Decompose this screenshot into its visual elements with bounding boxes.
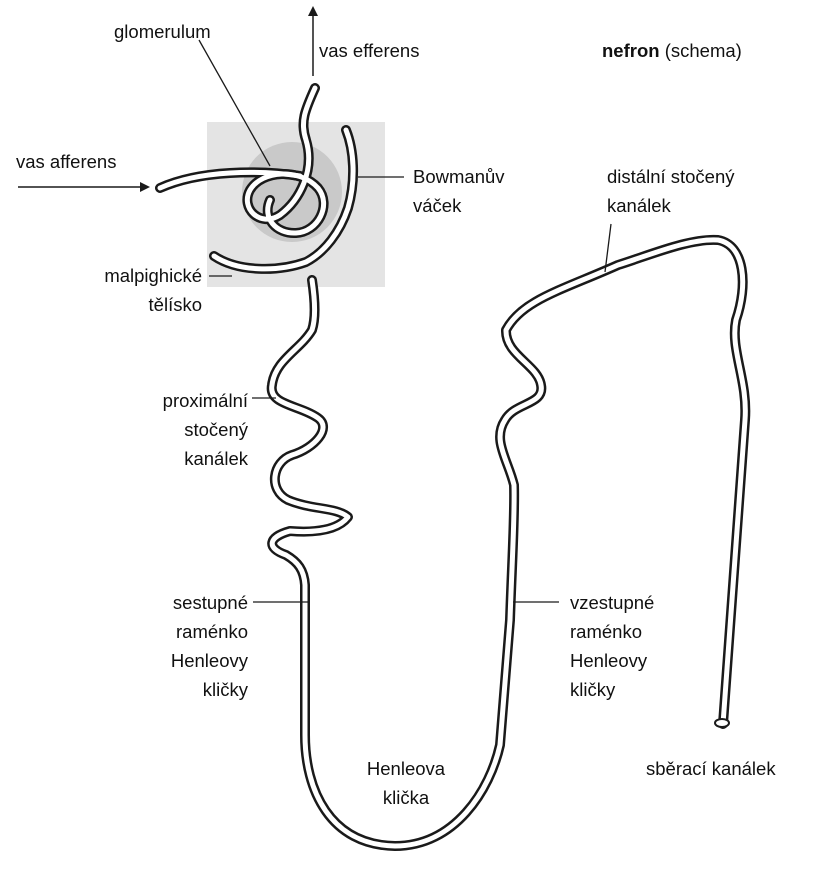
label-distal-2: kanálek	[607, 195, 672, 216]
title-bold: nefron	[602, 40, 660, 61]
label-ascending-1: vzestupné	[570, 592, 654, 613]
label-malpighi-2: tělísko	[149, 294, 202, 315]
label-descending-4: kličky	[203, 679, 249, 700]
label-proximal-2: stočený	[184, 419, 249, 440]
label-ascending-3: Henleovy	[570, 650, 648, 671]
label-descending-3: Henleovy	[171, 650, 249, 671]
label-ascending-2: raménko	[570, 621, 642, 642]
label-descending-2: raménko	[176, 621, 248, 642]
label-collecting: sběrací kanálek	[646, 758, 776, 779]
label-loop-2: klička	[383, 787, 430, 808]
label-descending-1: sestupné	[173, 592, 248, 613]
glomerulus-disc	[242, 142, 342, 242]
label-malpighi-1: malpighické	[104, 265, 202, 286]
label-bowman-2: váček	[413, 195, 462, 216]
label-proximal-3: kanálek	[184, 448, 249, 469]
collecting-duct-end	[715, 719, 729, 727]
label-loop-1: Henleova	[367, 758, 446, 779]
label-glomerulum: glomerulum	[114, 21, 211, 42]
diagram-title: nefron (schema)	[602, 40, 742, 61]
label-distal-1: distální stočený	[607, 166, 735, 187]
label-vas-efferens: vas efferens	[319, 40, 419, 61]
label-vas-afferens: vas afferens	[16, 151, 116, 172]
label-proximal-1: proximální	[163, 390, 249, 411]
label-ascending-4: kličky	[570, 679, 616, 700]
title-rest: (schema)	[660, 40, 742, 61]
label-bowman-1: Bowmanův	[413, 166, 505, 187]
